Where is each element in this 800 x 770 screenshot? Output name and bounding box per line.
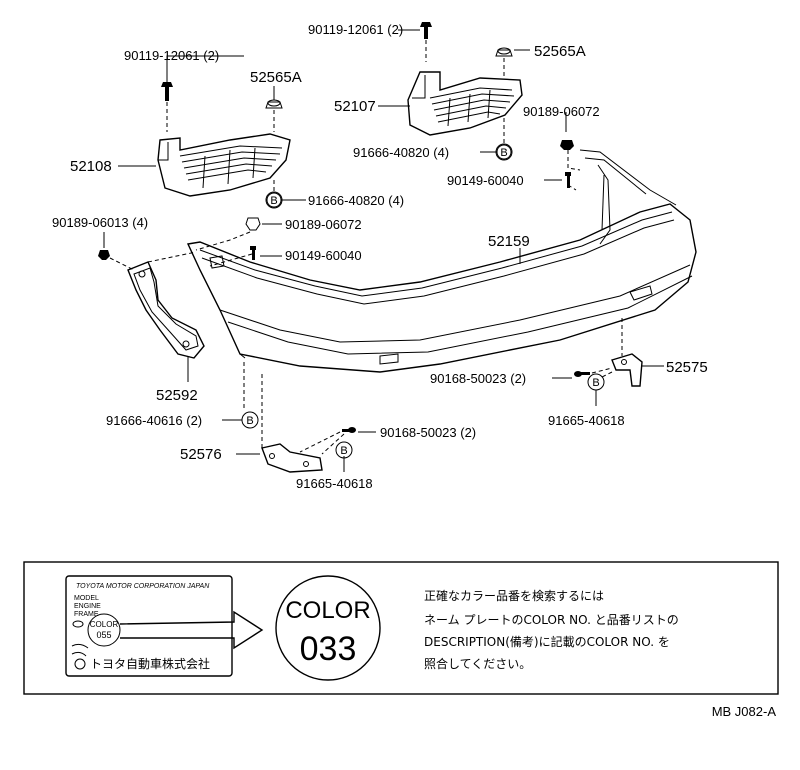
label-bolt-right: 90149-60040	[447, 173, 524, 188]
plate-footer: トヨタ自動車株式会社	[90, 656, 210, 671]
plate-color-word: COLOR	[90, 620, 119, 629]
label-screw-right: 90168-50023 (2)	[430, 371, 526, 386]
bumper-cover-drawing	[186, 149, 697, 373]
label-nut-right: 52565A	[534, 43, 586, 60]
leader-lines	[103, 29, 664, 472]
name-plate: TOYOTA MOTOR CORPORATION JAPAN MODEL ENG…	[65, 575, 233, 677]
label-retainer-left: 52108	[70, 158, 112, 175]
label-bolt-top: 90119-12061 (2)	[308, 22, 403, 37]
screw-90168-50023-bottom	[342, 427, 356, 433]
plate-row-engine: ENGINE	[74, 603, 101, 610]
instruction-line-4: 照合してください。	[424, 656, 531, 671]
spec-circle-right: B	[495, 143, 513, 161]
label-bolt-left: 90119-12061 (2)	[124, 48, 219, 63]
retainer-52108-drawing	[157, 82, 291, 208]
label-clip-right: 90189-06072	[523, 104, 600, 119]
label-bumper-cover: 52159	[488, 233, 530, 250]
plate-title: TOYOTA MOTOR CORPORATION JAPAN	[76, 583, 210, 590]
diagram-code: MB J082-A	[712, 704, 777, 719]
big-color-word: COLOR	[285, 597, 370, 624]
clip-90189-06072-center	[245, 217, 261, 231]
spec-circle-bottom-left: B	[241, 411, 259, 429]
label-spec-b-left: 91666-40820 (4)	[308, 193, 404, 208]
bracket-52592-drawing	[98, 250, 205, 359]
label-spec-b-stay-left: 91665-40618	[296, 476, 373, 491]
bolt-90149-60040-center	[250, 246, 256, 260]
circle-label: B	[270, 195, 277, 207]
plate-color-code: 055	[96, 630, 111, 640]
circle-label: B	[592, 377, 599, 389]
big-color-code: 033	[300, 630, 357, 668]
plate-row-frame: FRAME	[74, 611, 99, 618]
circle-label: B	[340, 445, 347, 457]
instruction-line-1: 正確なカラー品番を検索するには	[424, 588, 604, 603]
label-clip-center: 90189-06072	[285, 217, 362, 232]
label-bolt-center: 90149-60040	[285, 248, 362, 263]
stay-52576-drawing	[261, 443, 323, 473]
label-spec-b-stay-right: 91665-40618	[548, 413, 625, 428]
spec-circle-stay-left: B	[335, 441, 353, 459]
label-retainer-right: 52107	[334, 98, 376, 115]
retainer-52107-drawing	[407, 22, 523, 160]
label-bracket-left: 52592	[156, 387, 198, 404]
screw-90168-50023-right	[574, 371, 590, 377]
instruction-line-3: DESCRIPTION(備考)に記載のCOLOR NO. を	[424, 634, 670, 649]
clip-90189-06072-right	[560, 140, 574, 150]
label-stay-right: 52575	[666, 359, 708, 376]
label-screw-bottom: 90168-50023 (2)	[380, 425, 476, 440]
arrow-icon	[119, 610, 264, 650]
bolt-90149-60040-right	[565, 172, 571, 188]
label-stay-left: 52576	[180, 446, 222, 463]
label-nut-left: 52565A	[250, 69, 302, 86]
plate-row-model: MODEL	[74, 595, 99, 602]
label-spec-b-bottom-left: 91666-40616 (2)	[106, 413, 202, 428]
stay-52575-drawing	[611, 353, 643, 387]
circle-label: B	[500, 147, 507, 159]
circle-label: B	[246, 415, 253, 427]
color-panel: TOYOTA MOTOR CORPORATION JAPAN MODEL ENG…	[23, 561, 779, 695]
spec-circle-stay-right: B	[587, 373, 605, 391]
instruction-line-2: ネーム プレートのCOLOR NO. と品番リストの	[424, 613, 679, 627]
spec-circle-left: B	[265, 191, 283, 209]
color-code-badge: COLOR 033	[275, 575, 381, 681]
label-spec-b-right: 91666-40820 (4)	[353, 145, 449, 160]
label-clip-left-4: 90189-06013 (4)	[52, 215, 148, 230]
